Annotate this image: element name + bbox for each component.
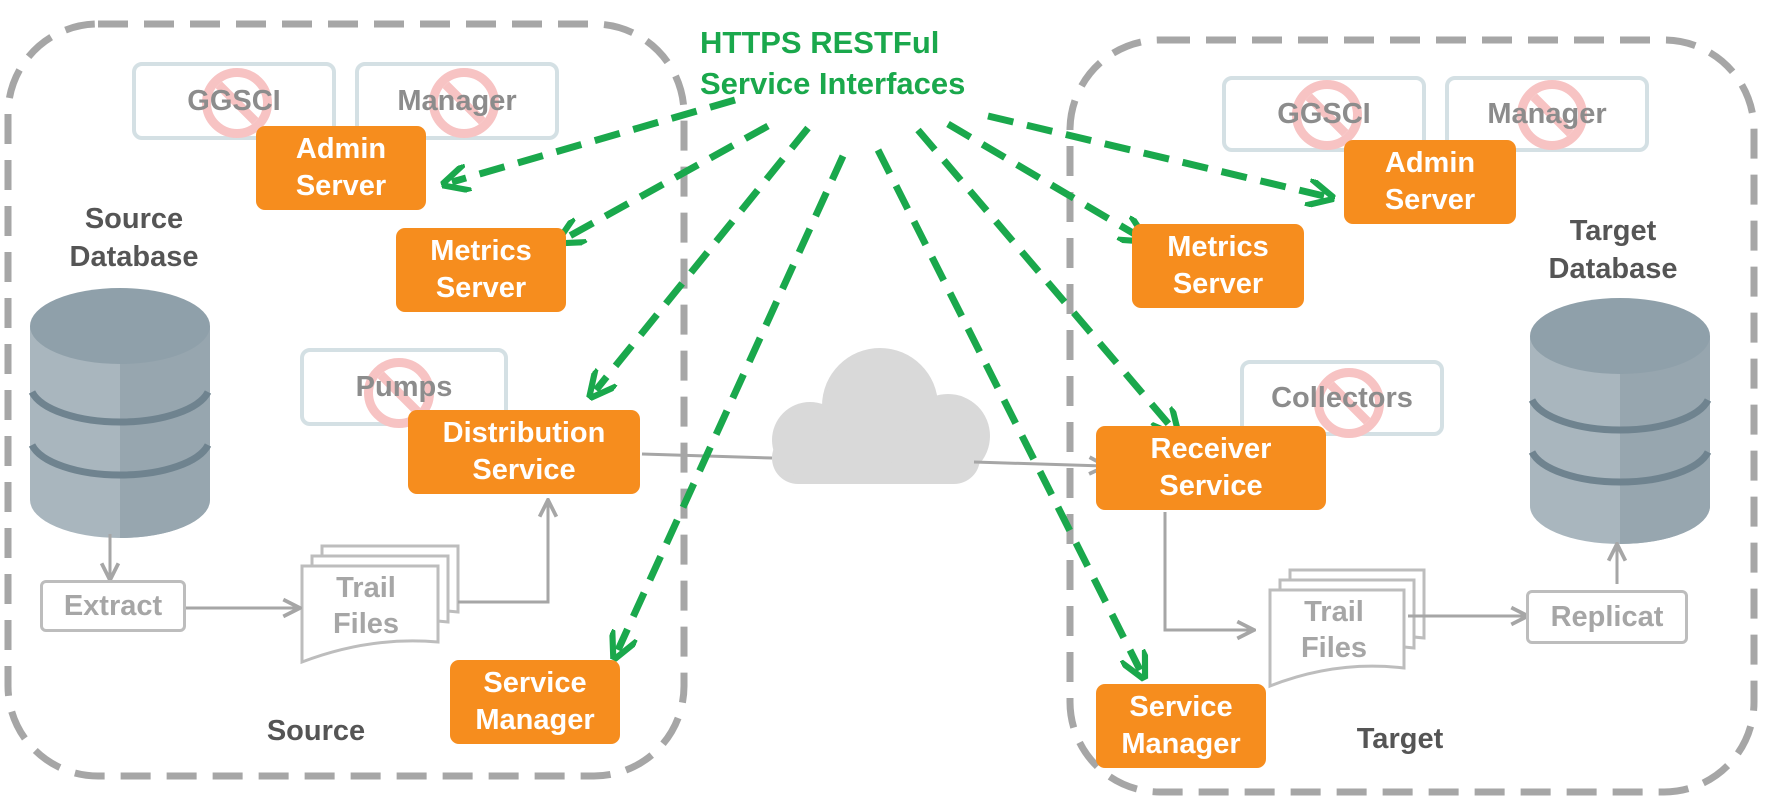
no-sign-icon	[202, 68, 272, 138]
distribution-service[interactable]: Distribution Service	[408, 410, 640, 494]
no-sign-icon	[1292, 80, 1362, 150]
target-database-icon	[1528, 298, 1712, 544]
source-zone-label: Source	[266, 715, 366, 747]
source-trail-files-icon	[300, 544, 460, 665]
target-zone-label: Target	[1356, 723, 1444, 755]
target-database-label: Target Database	[1548, 215, 1678, 285]
source-metrics-server[interactable]: Metrics Server	[396, 228, 566, 312]
replicat-process[interactable]: Replicat	[1526, 590, 1688, 644]
target-manager-label: Manager	[1487, 97, 1607, 130]
target-metrics-server[interactable]: Metrics Server	[1132, 224, 1304, 308]
header-line1: HTTPS RESTFul	[700, 25, 940, 60]
cloud-icon	[772, 348, 990, 484]
trail-to-distribution-arrow	[458, 502, 548, 604]
target-ggsci-label: GGSCI	[1277, 97, 1371, 130]
source-zone	[4, 20, 688, 780]
rest-arrow-target-admin	[987, 112, 1324, 196]
source-trail-files-label: Trail Files	[332, 572, 400, 640]
source-ggsci-label: GGSCI	[187, 84, 281, 117]
source-manager-legacy: Manager	[355, 62, 559, 140]
target-service-manager[interactable]: Service Manager	[1096, 684, 1266, 768]
no-sign-icon	[1314, 368, 1384, 438]
source-manager-label: Manager	[397, 84, 517, 117]
target-trail-files-label: Trail Files	[1300, 596, 1368, 664]
target-collectors-legacy: Collectors	[1240, 360, 1444, 438]
source-pumps-label: Pumps	[355, 370, 453, 403]
target-collectors-label: Collectors	[1271, 381, 1413, 414]
rest-interfaces-header: HTTPS RESTFul Service Interfaces	[700, 22, 1040, 104]
target-zone	[1066, 36, 1758, 796]
source-database-icon	[28, 288, 212, 538]
target-admin-server[interactable]: Admin Server	[1344, 140, 1516, 224]
no-sign-icon	[429, 68, 499, 138]
header-line2: Service Interfaces	[700, 66, 966, 101]
cloud-to-receiver-arrow	[973, 462, 1104, 466]
rest-arrow-target-service-manager	[874, 148, 1140, 670]
target-ggsci-legacy: GGSCI	[1222, 76, 1426, 152]
source-admin-server[interactable]: Admin Server	[256, 126, 426, 210]
rest-arrow-source-distribution	[596, 125, 811, 390]
extract-process[interactable]: Extract	[40, 580, 186, 632]
rest-arrow-source-admin	[452, 96, 736, 182]
receiver-service[interactable]: Receiver Service	[1096, 426, 1326, 510]
receiver-to-trail-arrow	[1163, 512, 1252, 630]
source-database-label: Source Database	[69, 203, 199, 273]
no-sign-icon	[364, 358, 434, 428]
rest-arrow-target-receiver	[915, 127, 1172, 428]
rest-arrow-source-service-manager	[618, 154, 847, 650]
rest-arrow-target-metrics	[946, 120, 1138, 236]
target-manager-legacy: Manager	[1445, 76, 1649, 152]
source-service-manager[interactable]: Service Manager	[450, 660, 620, 744]
no-sign-icon	[1517, 80, 1587, 150]
target-trail-files-icon	[1268, 568, 1426, 689]
